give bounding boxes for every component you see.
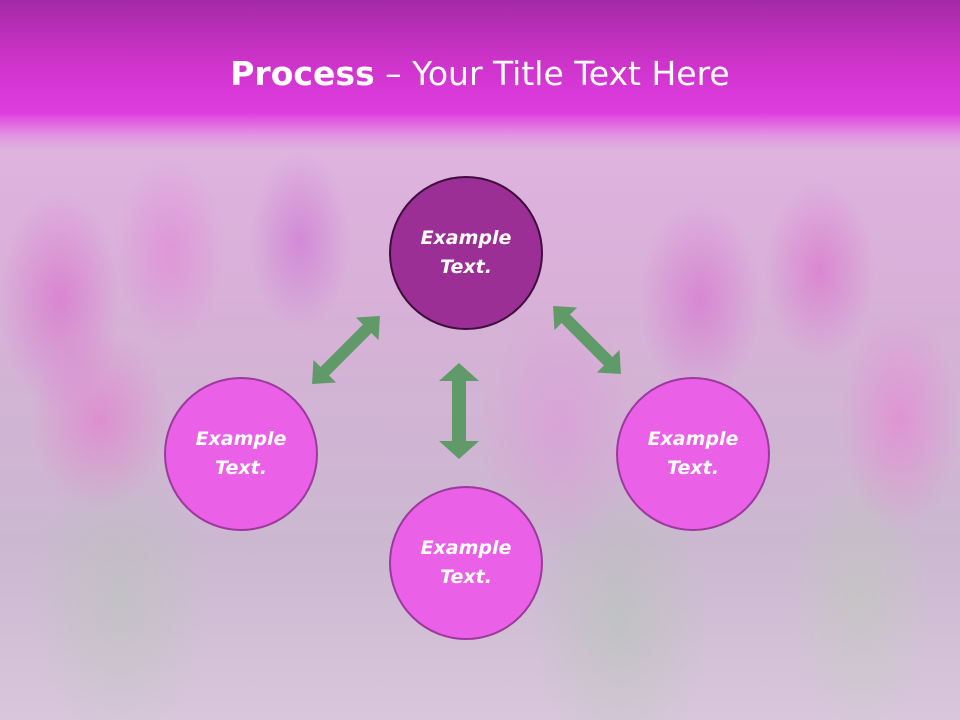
center-node-label: Example Text. xyxy=(420,227,512,278)
title-text: – Your Title Text Here xyxy=(374,54,730,93)
right-node: Example Text. xyxy=(616,377,770,531)
arrow-center-left xyxy=(312,316,380,384)
left-node: Example Text. xyxy=(164,377,318,531)
left-node-label: Example Text. xyxy=(195,428,287,479)
arrow-center-bottom xyxy=(439,363,479,459)
title-banner xyxy=(0,0,960,150)
title-emphasis: Process xyxy=(230,54,375,93)
bottom-node-label: Example Text. xyxy=(420,537,512,588)
arrow-center-right xyxy=(553,306,621,374)
right-node-label: Example Text. xyxy=(647,428,739,479)
center-node: Example Text. xyxy=(389,176,543,330)
slide-title: Process – Your Title Text Here xyxy=(0,54,960,93)
bottom-node: Example Text. xyxy=(389,486,543,640)
